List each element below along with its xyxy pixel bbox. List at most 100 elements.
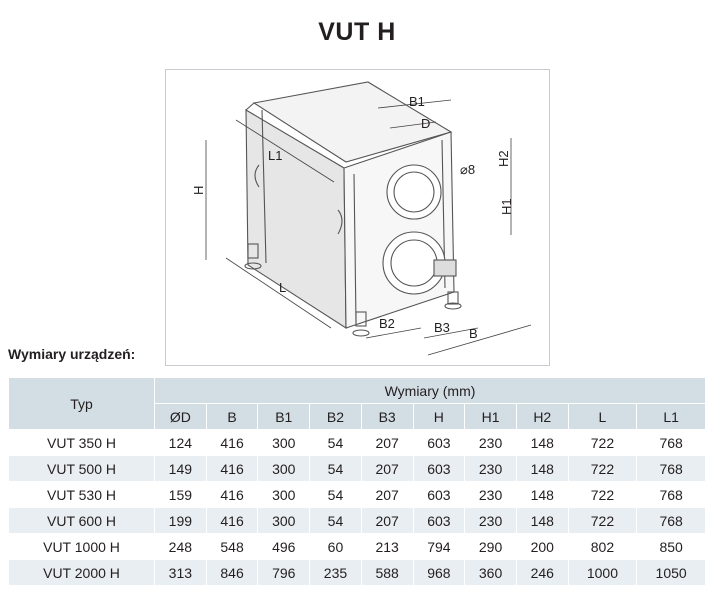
cell-value: 722 [568,456,637,481]
page-title: VUT H [318,18,396,46]
label-b: B [469,326,478,341]
cell-value: 416 [206,456,258,481]
cell-value: 300 [258,508,310,533]
cell-value: 230 [465,456,516,481]
cell-value: 149 [155,456,206,481]
table-header-row: Typ Wymiary (mm) [9,378,705,429]
cell-value: 722 [568,430,637,455]
cell-value: 768 [637,456,705,481]
cell-value: 60 [310,534,361,559]
cell-value: 199 [155,508,206,533]
cell-value: 213 [361,534,413,559]
cell-value: 300 [258,430,310,455]
unit-dimension-sketch: B1 D L1 H2 H ⌀8 H1 L B2 B3 B [191,81,532,356]
cell-value: 416 [206,482,258,507]
section-caption: Wymiary urządzeń: [8,346,136,362]
label-h2: H2 [496,150,511,167]
column-header: B1 [258,404,310,429]
cell-value: 54 [310,456,361,481]
cell-typ: VUT 350 H [9,430,154,455]
label-diam8: ⌀8 [460,162,475,177]
label-l: L [279,280,286,295]
column-header: H1 [465,404,516,429]
cell-value: 603 [413,430,465,455]
table-subheader-row: ØD B B1 B2 B3 H H1 H2 L L1 [9,404,705,429]
column-header: L1 [637,404,705,429]
cell-value: 124 [155,430,206,455]
label-l1: L1 [268,148,282,163]
cell-value: 846 [206,560,258,585]
cell-value: 148 [516,430,568,455]
cell-typ: VUT 600 H [9,508,154,533]
column-header: B2 [310,404,361,429]
column-header: H [413,404,465,429]
column-header: H2 [516,404,568,429]
cell-value: 768 [637,508,705,533]
cell-value: 148 [516,508,568,533]
cell-value: 207 [361,456,413,481]
cell-value: 722 [568,482,637,507]
cell-value: 207 [361,508,413,533]
cell-value: 794 [413,534,465,559]
cell-value: 360 [465,560,516,585]
cell-value: 313 [155,560,206,585]
column-header: ØD [155,404,206,429]
cell-value: 603 [413,508,465,533]
cell-value: 548 [206,534,258,559]
label-b3: B3 [434,320,450,335]
cell-value: 54 [310,482,361,507]
cell-value: 496 [258,534,310,559]
cell-value: 1000 [568,560,637,585]
dimension-drawing: B1 D L1 H2 H ⌀8 H1 L B2 B3 B [165,69,550,366]
cell-typ: VUT 1000 H [9,534,154,559]
column-header: L [568,404,637,429]
column-header-typ: Typ [9,378,154,429]
cell-value: 300 [258,482,310,507]
cell-value: 230 [465,430,516,455]
label-b2: B2 [379,316,395,331]
cell-typ: VUT 500 H [9,456,154,481]
column-header: B [206,404,258,429]
cell-value: 603 [413,482,465,507]
cell-value: 207 [361,482,413,507]
label-b1: B1 [409,94,425,109]
column-group-header: Wymiary (mm) [155,378,705,403]
column-header: B3 [361,404,413,429]
cell-value: 290 [465,534,516,559]
cell-value: 588 [361,560,413,585]
cell-value: 300 [258,456,310,481]
cell-value: 148 [516,482,568,507]
cell-value: 159 [155,482,206,507]
cell-value: 796 [258,560,310,585]
label-d: D [421,116,430,131]
cell-value: 54 [310,508,361,533]
cell-value: 235 [310,560,361,585]
cell-value: 768 [637,430,705,455]
cell-value: 768 [637,482,705,507]
cell-value: 968 [413,560,465,585]
cell-value: 416 [206,430,258,455]
cell-value: 248 [155,534,206,559]
cell-value: 148 [516,456,568,481]
cell-value: 416 [206,508,258,533]
cell-value: 603 [413,456,465,481]
label-h1: H1 [499,198,514,215]
cell-value: 200 [516,534,568,559]
cell-value: 230 [465,508,516,533]
cell-value: 230 [465,482,516,507]
cell-value: 850 [637,534,705,559]
cell-typ: VUT 2000 H [9,560,154,585]
dimensions-table: Typ Wymiary (mm) ØD B B1 B2 B3 H H1 H2 L… [8,377,706,586]
cell-value: 207 [361,430,413,455]
cell-value: 1050 [637,560,705,585]
label-h: H [191,186,206,195]
cell-typ: VUT 530 H [9,482,154,507]
cell-value: 54 [310,430,361,455]
cell-value: 802 [568,534,637,559]
